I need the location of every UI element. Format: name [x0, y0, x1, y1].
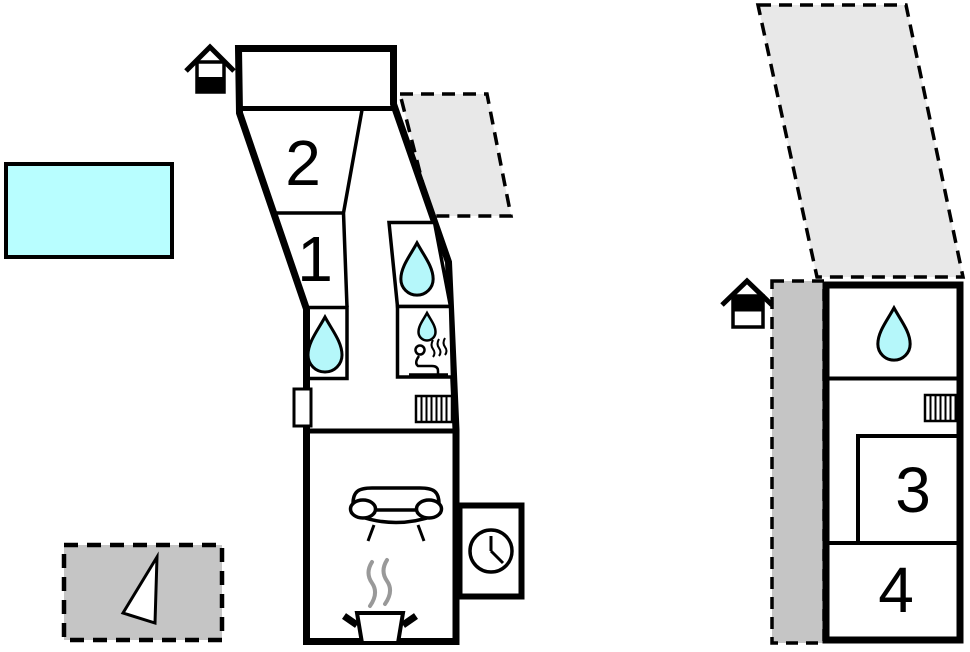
steam-icon — [366, 558, 392, 608]
radiator-icon — [414, 394, 454, 424]
sofa-back — [351, 486, 441, 512]
bathroom1-box — [307, 305, 349, 381]
main-terrace — [397, 92, 514, 218]
annexe-entrance-icon — [720, 277, 774, 329]
swimming-pool — [4, 162, 174, 259]
clock-hands — [489, 536, 505, 565]
radiator-fins — [929, 395, 957, 421]
clock-face — [468, 528, 514, 574]
water-drop-icon — [399, 239, 435, 297]
room3-wall — [856, 434, 959, 541]
sauna-person-head — [414, 344, 426, 356]
sofa-arm-right — [414, 498, 444, 520]
water-drop-icon — [306, 313, 344, 374]
water-drop-icon — [417, 310, 437, 342]
radiator-icon — [923, 393, 963, 423]
radiator-fins — [420, 396, 448, 422]
room-3-label: 3 — [895, 454, 931, 526]
radiator-body — [923, 393, 963, 423]
sofa-legs — [366, 524, 426, 542]
pot-handles — [342, 613, 418, 628]
annexe-terrace — [755, 3, 966, 279]
sauna-person-icon — [409, 337, 448, 376]
north-marker-box — [61, 542, 225, 643]
sauna-person-body — [415, 355, 440, 374]
clock-icon — [468, 528, 514, 574]
steaming-pot-icon — [342, 558, 418, 645]
house-door — [734, 297, 762, 312]
sauna-steam — [430, 337, 448, 358]
door-marker — [292, 387, 313, 428]
roof-icon — [184, 43, 236, 73]
house-door — [198, 77, 223, 91]
water-drop-icon — [876, 304, 912, 362]
north-triangle-icon — [120, 551, 159, 626]
radiator-body — [414, 394, 454, 424]
room-4-label: 4 — [878, 554, 914, 626]
room-1-label: 1 — [297, 223, 333, 295]
room-2-label: 2 — [285, 127, 321, 199]
main-entrance-icon — [184, 43, 236, 94]
sofa-arm-left — [348, 498, 378, 520]
pot-body — [354, 611, 406, 645]
annexe-side-terrace — [770, 279, 826, 645]
sofa-icon — [348, 486, 444, 542]
sauna-box — [395, 304, 455, 379]
